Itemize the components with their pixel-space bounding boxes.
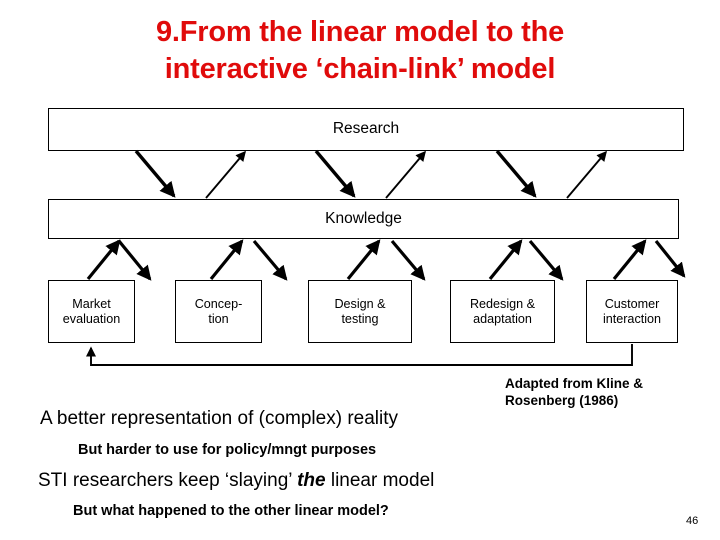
arrow-group-feedback-loop: [85, 344, 633, 366]
process-box-design-testing: Design &testing: [308, 280, 412, 343]
arrow-knowledge-to-process-2: [252, 239, 288, 281]
arrow-group-knowledge-process: [86, 239, 686, 281]
process-label-line-2: adaptation: [473, 311, 532, 326]
note-but-harder: But harder to use for policy/mngt purpos…: [78, 442, 377, 458]
arrow-group-research-knowledge: [134, 149, 607, 199]
arrow-process-to-knowledge-2: [209, 239, 244, 281]
band-label-knowledge: Knowledge: [325, 209, 402, 227]
note-sti-researchers: STI researchers keep ‘slaying’ the linea…: [38, 470, 434, 492]
process-box-conception: Concep-tion: [175, 280, 262, 343]
page-title-line-2: interactive ‘chain-link’ model: [164, 53, 556, 86]
process-label-line-2: tion: [208, 311, 229, 326]
arrow-knowledge-to-research-3: [566, 150, 607, 199]
arrow-process-to-knowledge-5: [612, 239, 647, 281]
process-label-line-1: Market: [72, 296, 111, 311]
arrow-feedback-customer-to-market: [85, 344, 633, 366]
process-label-line-2: testing: [341, 311, 379, 326]
arrow-knowledge-to-research-1: [205, 150, 246, 199]
arrow-knowledge-to-process-1: [117, 239, 152, 281]
note-better-representation: A better representation of (complex) rea…: [40, 408, 399, 429]
process-label-redesign-adaptation: Redesign &adaptation: [470, 297, 535, 327]
process-label-line-1: Concep-: [194, 296, 243, 311]
page-number: 46: [686, 515, 699, 527]
page-title: 9.From the linear model to the interacti…: [30, 14, 690, 88]
band-box-knowledge: Knowledge: [48, 199, 679, 239]
arrow-knowledge-to-process-6: [654, 240, 686, 278]
note-sti-emphasis: the: [297, 470, 326, 491]
source-credit: Adapted from Kline & Rosenberg (1986): [505, 376, 705, 410]
band-label-research: Research: [332, 120, 400, 138]
note-sti-prefix: STI researchers keep ‘slaying’: [38, 470, 298, 491]
arrow-knowledge-to-process-3: [390, 239, 426, 281]
arrow-process-to-knowledge-1: [86, 239, 121, 281]
process-box-redesign-adaptation: Redesign &adaptation: [450, 280, 555, 343]
arrow-process-to-knowledge-4: [488, 239, 523, 281]
note-sti-suffix: linear model: [325, 470, 435, 491]
page-title-line-1: 9.From the linear model to the: [155, 16, 565, 48]
arrow-research-to-knowledge-1: [134, 149, 176, 198]
arrow-research-to-knowledge-3: [495, 149, 537, 198]
process-label-line-2: evaluation: [62, 311, 121, 326]
band-box-research: Research: [48, 108, 684, 151]
source-credit-line-1: Adapted from Kline &: [505, 376, 644, 391]
process-label-line-1: Redesign &: [469, 296, 536, 311]
source-credit-line-2: Rosenberg (1986): [505, 392, 619, 408]
arrow-process-to-knowledge-3: [346, 239, 381, 281]
process-label-conception: Concep-tion: [195, 297, 243, 327]
note-but-what-happened: But what happened to the other linear mo…: [73, 503, 389, 519]
process-label-design-testing: Design &testing: [334, 297, 385, 327]
process-label-line-2: interaction: [602, 311, 662, 326]
arrow-research-to-knowledge-2: [314, 149, 356, 198]
process-label-line-1: Design &: [334, 296, 386, 311]
arrow-knowledge-to-process-4: [528, 239, 564, 281]
arrow-knowledge-to-research-2: [385, 150, 426, 199]
process-label-line-1: Customer: [604, 296, 660, 311]
